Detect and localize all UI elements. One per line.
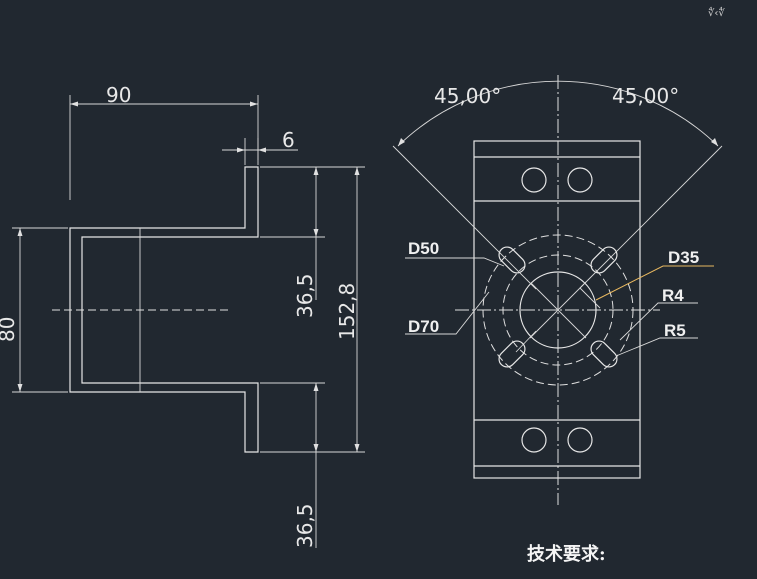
dim-90-text: 90 (106, 83, 131, 107)
side-view: 90 6 80 36,5 152,8 36,5 (0, 83, 365, 548)
dim-6-arrows (237, 147, 266, 153)
dim-36a-arrows (313, 167, 319, 237)
diag-inner-3 (530, 282, 587, 339)
slot-top-left (498, 246, 526, 274)
diag-inner-2 (515, 330, 537, 353)
dim-80-text: 80 (0, 317, 19, 342)
dim-6-text: 6 (282, 128, 295, 152)
angle-arc (397, 80, 719, 147)
r4-leader (619, 302, 698, 341)
dim-152-text: 152,8 (335, 283, 359, 340)
d70-label: D70 (408, 317, 439, 336)
diag-inner-4 (529, 281, 587, 339)
top-hole-left (521, 167, 547, 193)
tech-requirements-title: 技术要求: (527, 543, 606, 565)
angle-right-text: 45,00° (612, 84, 679, 108)
d70-leader (405, 291, 490, 335)
bottom-hole-left (521, 427, 547, 453)
slot-bottom-left (498, 340, 526, 368)
pcd-70-circle (482, 234, 634, 386)
diag-inner-1 (579, 287, 601, 309)
center-hole-d35 (519, 271, 597, 349)
top-hole-right (567, 167, 593, 193)
corner-mark: ∜‹∜ (708, 6, 725, 19)
slot-bottom-right (590, 340, 618, 368)
d50-leader (405, 257, 505, 267)
r5-label: R5 (664, 321, 686, 340)
pcd-50-circle (502, 254, 614, 366)
bottom-hole-right (567, 427, 593, 453)
bracket-outer-profile (69, 166, 259, 453)
angle-left-text: 45,00° (434, 84, 501, 108)
front-view: 45,00° 45,00° D50 D70 D35 R4 R5 (392, 75, 723, 505)
slot-top-right (590, 246, 618, 274)
dim-36b-arrows (313, 383, 319, 452)
d35-leader (595, 265, 714, 301)
dim-36a-text: 36,5 (293, 273, 317, 318)
dim-36b-text: 36,5 (293, 503, 317, 548)
d50-label: D50 (408, 239, 439, 258)
r5-leader (615, 337, 698, 357)
r4-label: R4 (662, 286, 684, 305)
diag-line-left (392, 145, 537, 290)
diag-line-right (579, 145, 723, 289)
d35-label: D35 (668, 248, 699, 267)
